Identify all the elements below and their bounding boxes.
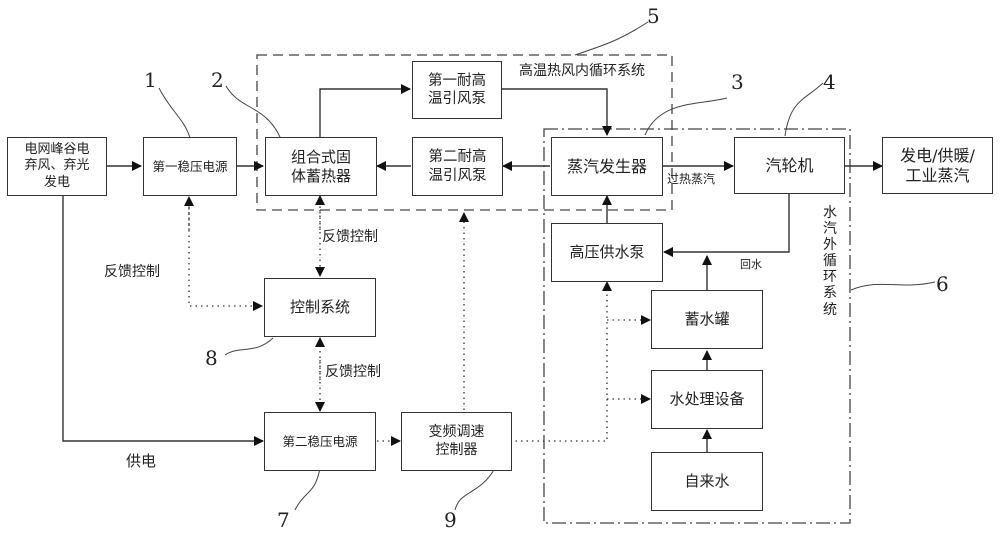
ref-number-7: 7 [277,508,290,532]
outer-loop-boundary [543,128,851,524]
leader-2 [225,85,281,138]
control-vfd-to-water [510,281,612,442]
power-supply-label: 供电 [126,452,157,470]
leader-4 [784,82,824,137]
leader-3 [644,97,728,136]
arrow-fan1-to-steamgen [502,88,612,136]
turbine-box: 汽轮机 [734,137,845,194]
return-water-label: 回水 [740,258,762,271]
leader-7 [294,467,321,511]
superheated-steam-label: 过热蒸汽 [667,172,716,186]
inner-loop-label: 高温热风内循环系统 [519,63,645,79]
first-fan-box: 第一耐高 温引风泵 [412,61,502,119]
first-regulator-box: 第一稳压电源 [143,137,237,196]
steam-generator-box: 蒸汽发生器 [551,137,663,196]
leader-6 [850,281,936,291]
hp-feed-pump-box: 高压供水泵 [551,223,663,282]
second-fan-box: 第二耐高 温引风泵 [412,137,503,196]
arrow-storage-to-fan1 [319,84,411,137]
feedback-label-top: 反馈控制 [322,229,378,245]
outer-loop-label: 水 汽 外 循 环 系 统 [823,205,837,318]
grid-source-box: 电网峰谷电 弃风、弃光 发电 [7,137,107,196]
ref-number-5: 5 [647,4,660,28]
ref-number-9: 9 [444,508,457,532]
ref-number-2: 2 [211,68,224,92]
ref-number-1: 1 [144,68,157,92]
feedback-label-left: 反馈控制 [104,264,160,280]
water-tank-box: 蓄水罐 [651,290,763,349]
ref-number-3: 3 [731,70,744,94]
control-system-box: 控制系统 [264,278,376,337]
feedback-label-bottom: 反馈控制 [325,364,381,380]
arrow-return-water [663,194,790,257]
arrow-grid-to-reg2 [62,196,264,446]
leader-8 [224,337,274,356]
ref-number-8: 8 [205,346,218,370]
vfd-controller-box: 变频调速 控制器 [401,412,512,471]
ref-number-6: 6 [936,272,949,296]
second-regulator-box: 第二稳压电源 [264,412,376,471]
water-treatment-box: 水处理设备 [651,370,763,429]
output-box: 发电/供暖/ 工业蒸汽 [882,137,993,194]
leader-5 [574,21,649,56]
solid-heat-storage-box: 组合式固 体蓄热器 [265,137,377,196]
leader-9 [454,467,496,511]
inner-loop-boundary [256,54,673,211]
feedback-reg1-control [188,208,263,311]
leader-1 [158,87,191,139]
ref-number-4: 4 [823,70,836,94]
tap-water-box: 自来水 [651,452,763,511]
